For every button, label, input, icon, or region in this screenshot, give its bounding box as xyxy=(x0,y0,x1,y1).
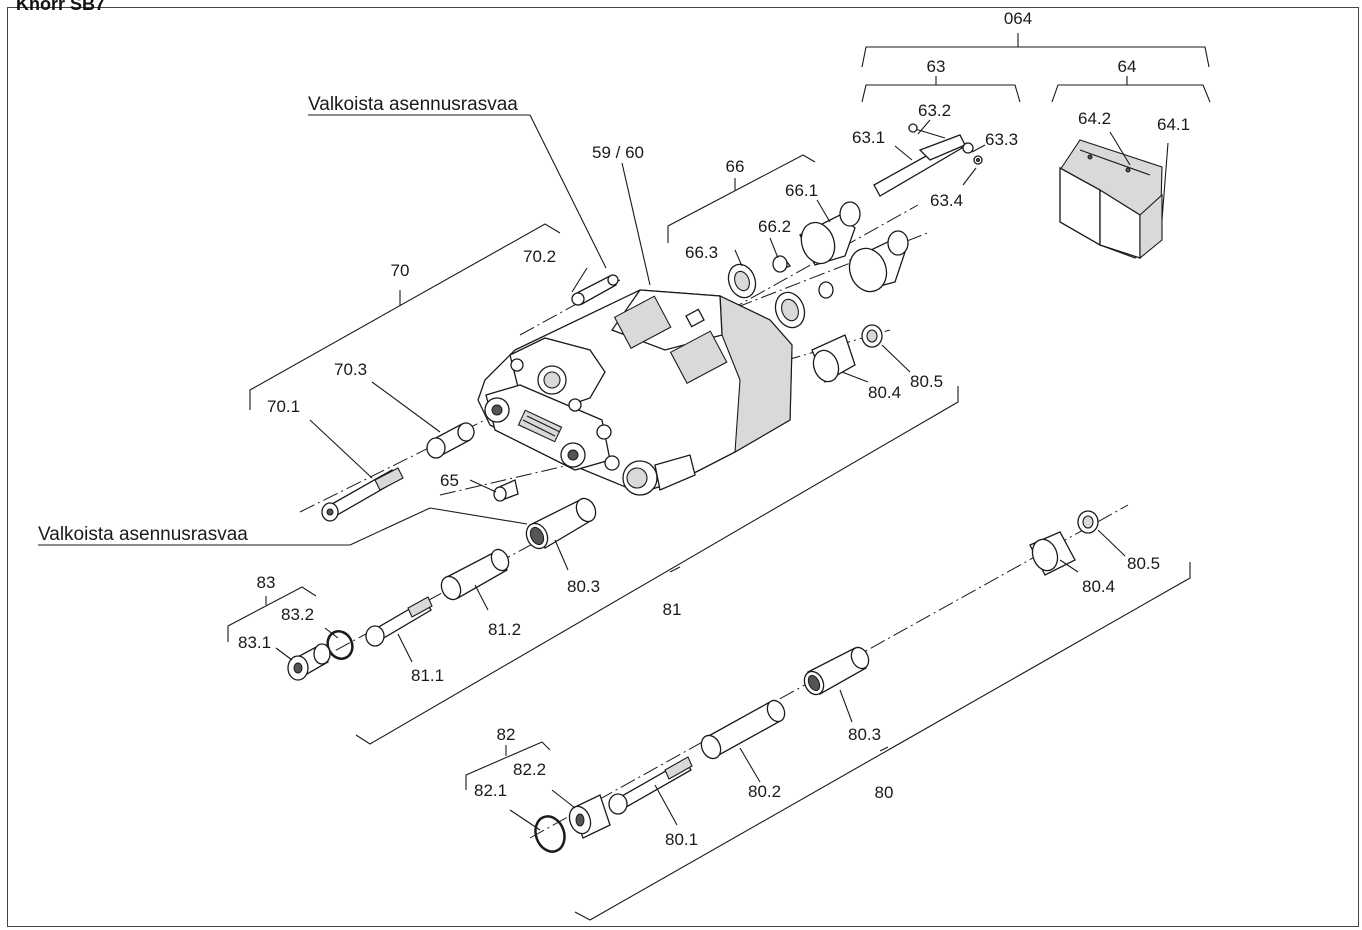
label-63-2: 63.2 xyxy=(918,101,951,120)
label-80-2: 80.2 xyxy=(748,782,781,801)
bracket-81 xyxy=(355,386,959,745)
part-64-brake-pads xyxy=(1059,139,1163,260)
label-64-2: 64.2 xyxy=(1078,109,1111,128)
diagram-title: Knorr SB7 xyxy=(16,0,106,14)
label-80-3-lower: 80.3 xyxy=(848,725,881,744)
label-70: 70 xyxy=(391,261,410,280)
label-80-1: 80.1 xyxy=(665,830,698,849)
caliper-housing xyxy=(477,289,793,496)
labels: Valkoista asennusrasvaa Valkoista asennu… xyxy=(38,9,1190,849)
label-70-2: 70.2 xyxy=(523,247,556,266)
part-80-set xyxy=(534,510,1099,853)
label-80-4-upper: 80.4 xyxy=(868,383,901,402)
diagram-frame: Knorr SB7 xyxy=(7,0,1359,927)
label-63-4: 63.4 xyxy=(930,191,963,210)
label-64: 64 xyxy=(1118,57,1137,76)
bracket-64 xyxy=(1051,76,1211,103)
label-82: 82 xyxy=(497,725,516,744)
part-81-set xyxy=(287,324,883,681)
bracket-82 xyxy=(465,741,551,790)
bracket-63 xyxy=(861,76,1021,103)
label-66: 66 xyxy=(726,157,745,176)
label-83-2: 83.2 xyxy=(281,605,314,624)
label-59-60: 59 / 60 xyxy=(592,143,644,162)
label-82-2: 82.2 xyxy=(513,760,546,779)
label-70-3: 70.3 xyxy=(334,360,367,379)
bracket-80 xyxy=(574,562,1191,921)
label-66-2: 66.2 xyxy=(758,217,791,236)
label-63-1: 63.1 xyxy=(852,128,885,147)
bracket-83 xyxy=(227,586,317,642)
grease-note-left: Valkoista asennusrasvaa xyxy=(38,524,248,545)
label-83: 83 xyxy=(257,573,276,592)
grease-note-top: Valkoista asennusrasvaa xyxy=(308,94,518,115)
part-70-pins xyxy=(321,274,619,522)
bracket-70 xyxy=(249,223,561,410)
leader-lines xyxy=(38,114,1169,831)
part-66-seals xyxy=(727,201,909,329)
label-80: 80 xyxy=(875,783,894,802)
label-66-1: 66.1 xyxy=(785,181,818,200)
label-83-1: 83.1 xyxy=(238,633,271,652)
label-70-1: 70.1 xyxy=(267,397,300,416)
label-65: 65 xyxy=(440,471,459,490)
label-64-1: 64.1 xyxy=(1157,115,1190,134)
label-63-3: 63.3 xyxy=(985,130,1018,149)
label-80-5-upper: 80.5 xyxy=(910,372,943,391)
label-81: 81 xyxy=(663,600,682,619)
label-81-1: 81.1 xyxy=(411,666,444,685)
bracket-66 xyxy=(667,154,816,243)
label-80-5-lower: 80.5 xyxy=(1127,554,1160,573)
label-82-1: 82.1 xyxy=(474,781,507,800)
part-63-assembly xyxy=(873,123,983,197)
label-80-4-lower: 80.4 xyxy=(1082,577,1115,596)
label-66-3: 66.3 xyxy=(685,243,718,262)
brackets xyxy=(227,33,1211,921)
label-064: 064 xyxy=(1004,9,1032,28)
label-80-3-upper: 80.3 xyxy=(567,577,600,596)
label-81-2: 81.2 xyxy=(488,620,521,639)
bracket-064 xyxy=(861,33,1210,68)
label-63: 63 xyxy=(927,57,946,76)
